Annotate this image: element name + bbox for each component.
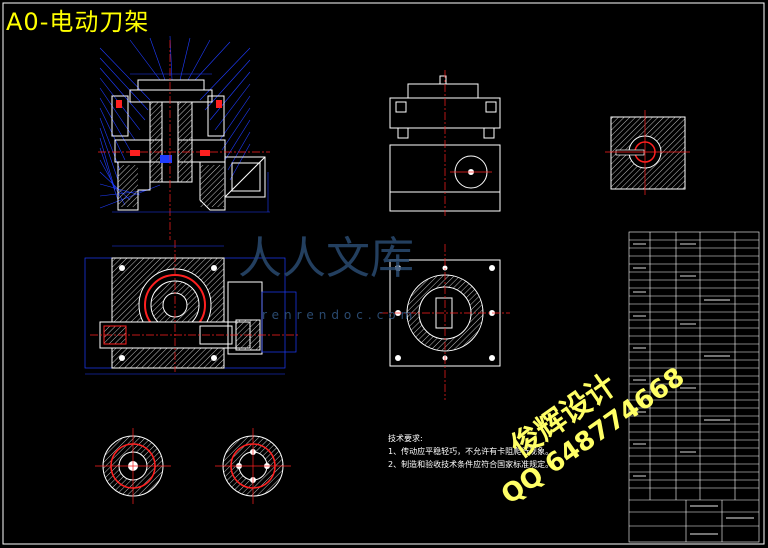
front-view	[389, 70, 501, 216]
detail-view-2	[215, 428, 291, 504]
flange-view	[380, 244, 510, 400]
technical-requirements: 技术要求: 1、传动应平稳轻巧，不允许有卡阻爬行现象。 2、制造和验收技术条件应…	[388, 432, 553, 471]
title-block	[628, 231, 760, 543]
plan-view	[84, 240, 300, 375]
tech-req-item-2: 2、制造和验收技术条件应符合国家标准规定。	[388, 460, 554, 469]
parts-list-text-strokes	[633, 243, 754, 535]
section-view-right	[605, 110, 690, 195]
watermark-text: 人人文库	[238, 233, 414, 284]
watermark-url: renrendoc.com	[262, 308, 418, 322]
tech-req-item-1: 1、传动应平稳轻巧，不允许有卡阻爬行现象。	[388, 447, 554, 456]
detail-view-1	[95, 428, 171, 504]
main-section-view	[98, 35, 270, 240]
drawing-title: A0-电动刀架	[6, 8, 150, 36]
tech-req-heading: 技术要求:	[388, 434, 423, 443]
